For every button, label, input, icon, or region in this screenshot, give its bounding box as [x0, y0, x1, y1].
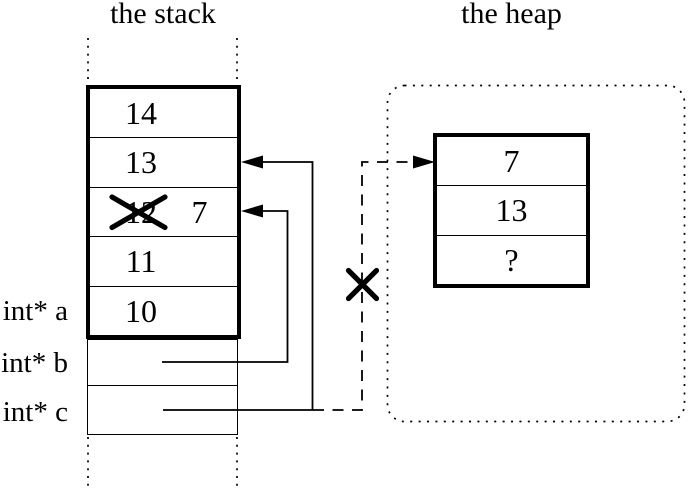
heap-cell: 7	[437, 137, 586, 185]
pointer-variable-cells	[86, 339, 238, 435]
heap-block-box: 7 13 ?	[433, 133, 590, 288]
pointer-label-b: int* b	[1, 347, 68, 379]
stack-cell: 14	[90, 89, 237, 138]
heap-cell-value: ?	[504, 241, 519, 278]
pointer-c-arrowhead-icon	[241, 155, 263, 169]
severed-pointer-cross-icon	[345, 267, 380, 302]
stack-cell: 13	[89, 137, 237, 187]
stack-title: the stack	[110, 0, 216, 30]
heap-cell: 13	[437, 185, 586, 234]
dangling-pointer-arrowhead-icon	[413, 155, 435, 169]
stack-cell-old-value: 12	[125, 193, 157, 230]
heap-cell-value: 7	[503, 143, 520, 180]
stack-cell-value: 10	[125, 292, 157, 329]
stack-cell-overwritten: 12 7	[89, 186, 237, 237]
dangling-pointer-dashed-wire	[313, 161, 414, 411]
pointer-b-cell	[87, 340, 237, 386]
stack-cell-new-value: 7	[191, 193, 208, 230]
pointer-label-a: int* a	[2, 295, 68, 327]
stack-cell: 10	[89, 285, 237, 336]
pointer-label-c: int* c	[2, 396, 68, 428]
heap-title: the heap	[461, 0, 562, 30]
severed-pointer-cross-icon	[345, 267, 380, 302]
stack-cell-value: 13	[125, 144, 157, 181]
stack-cell-value: 14	[125, 94, 157, 131]
heap-cell-value: 13	[495, 192, 528, 229]
stack-cell: 11	[89, 236, 237, 286]
stack-cell-value: 11	[125, 243, 157, 280]
pointer-b-arrowhead-icon	[241, 204, 263, 218]
stack-frame-box: 14 13 12 7 11 10	[85, 84, 241, 339]
heap-cell: ?	[437, 234, 586, 284]
pointer-c-cell	[88, 386, 237, 435]
